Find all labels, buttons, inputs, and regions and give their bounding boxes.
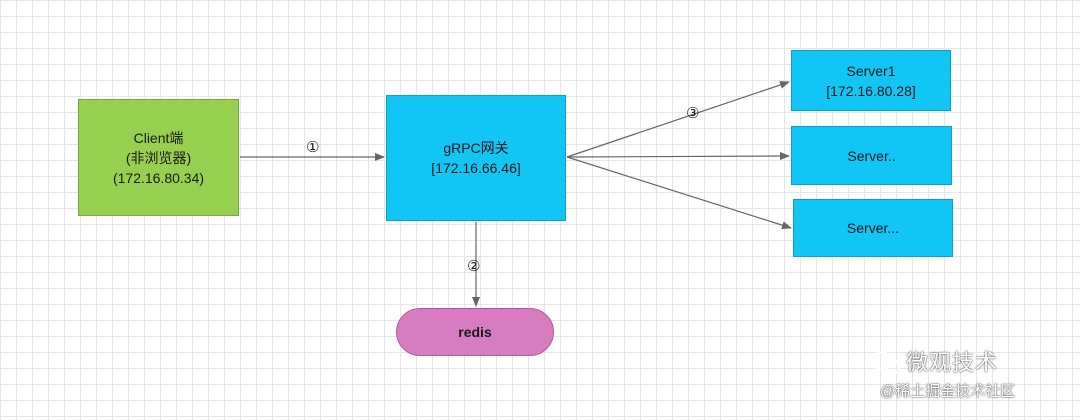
server3-title: Server... <box>846 220 900 236</box>
watermark-subtitle: @稀土掘金技术社区 <box>880 383 1016 400</box>
server1-ip: [172.16.80.28] <box>826 82 916 99</box>
step-label-2: ② <box>467 257 480 275</box>
gateway-ip: [172.16.66.46] <box>431 160 521 176</box>
redis-label: redis <box>458 324 492 340</box>
gateway-title: gRPC网关 <box>443 140 509 156</box>
step-label-1: ① <box>306 138 319 156</box>
wechat-icon <box>871 351 901 375</box>
client-title: Client端 <box>133 129 184 146</box>
client-ip: (172.16.80.34) <box>112 169 205 186</box>
watermark-title: 微观技术 <box>906 350 999 375</box>
server3-node: Server... <box>793 199 953 257</box>
server1-node: Server1 [172.16.80.28] <box>791 50 951 111</box>
edge-gateway-to-server2 <box>566 152 790 161</box>
server2-title: Server.. <box>847 147 896 164</box>
client-subtitle: (非浏览器) <box>125 149 192 166</box>
gateway-node: gRPC网关 [172.16.66.46] <box>386 95 566 221</box>
client-node: Client端 (非浏览器) (172.16.80.34) <box>78 99 239 216</box>
edge-gateway-to-server1 <box>566 81 790 158</box>
watermark: 微观技术 @稀土掘金技术社区 <box>870 348 1050 408</box>
server2-node: Server.. <box>791 126 952 185</box>
server1-title: Server1 <box>846 62 896 79</box>
step-label-3: ③ <box>686 104 699 122</box>
redis-node: redis <box>396 308 554 356</box>
edge-gateway-to-server3 <box>566 156 792 230</box>
